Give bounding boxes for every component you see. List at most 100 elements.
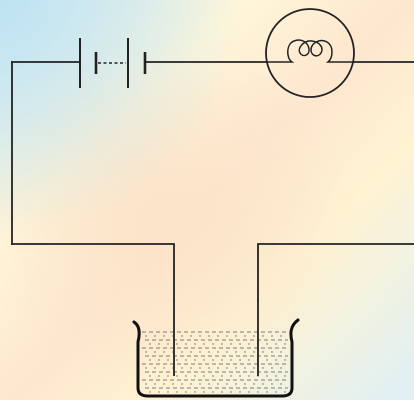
solution-dot [235,335,237,337]
solution-dot [176,343,178,345]
solution-dot [181,351,183,353]
solution-dot [163,383,165,385]
solution-dot [185,375,187,377]
solution-dot [217,367,219,369]
solution-dot [226,367,228,369]
solution-dot [167,359,169,361]
solution-dot [154,351,156,353]
solution-dot [239,359,241,361]
solution-dot [181,335,183,337]
solution-dot [217,335,219,337]
solution-dot [248,359,250,361]
solution-dot [208,367,210,369]
solution-dot [226,351,228,353]
solution-dot [194,343,196,345]
solution-dot [221,375,223,377]
circuit-wires [11,61,414,301]
solution-dot [208,351,210,353]
solution-dot [149,359,151,361]
solution-dot [230,375,232,377]
beaker-wall [132,318,300,398]
solution-dot [266,391,268,393]
solution-dot [194,391,196,393]
solution-dot [262,335,264,337]
solution-dot [271,367,273,369]
solution-dot [203,343,205,345]
battery-cells-icon [79,38,147,88]
solution-dot [253,335,255,337]
solution-dot [244,367,246,369]
solution-dot [208,383,210,385]
solution-dot [176,391,178,393]
solution-dot [275,391,277,393]
solution-dot [280,367,282,369]
solution-dot [167,375,169,377]
solution-dot [275,343,277,345]
solution-dot [221,359,223,361]
solution-dot [266,343,268,345]
solution-dot [271,383,273,385]
solution-dot [275,375,277,377]
solution-dot [212,343,214,345]
solution-dot [190,335,192,337]
solution-dot [181,383,183,385]
solution-dot [244,351,246,353]
solution-dot [235,367,237,369]
solution-dot [212,375,214,377]
solution-dot [203,375,205,377]
solution-dot [176,359,178,361]
solution-dot [199,335,201,337]
solution-dot [176,375,178,377]
solution-dot [271,351,273,353]
solution-dot [190,367,192,369]
solution-dot [163,335,165,337]
solution-dot [253,351,255,353]
solution-dot [185,343,187,345]
solution-dot [248,343,250,345]
solution-dot [199,351,201,353]
wire-bottom-right [257,243,414,301]
bulb-ring [265,8,355,98]
solution-dot [262,367,264,369]
solution-dot [167,343,169,345]
solution-dot [158,375,160,377]
solution-dot [149,375,151,377]
solution-dot [230,391,232,393]
solution-dot [190,383,192,385]
solution-dot [266,375,268,377]
solution-dot [280,351,282,353]
solution-dot [145,367,147,369]
solution-dot [181,367,183,369]
solution-dot [271,335,273,337]
wire-bottom-left [11,243,175,301]
solution-dot [190,351,192,353]
solution-dot [212,391,214,393]
solution-dot [257,391,259,393]
solution-dot [280,335,282,337]
solution-dot [185,391,187,393]
electrode-pair-icon [173,300,259,376]
solution-dot [149,343,151,345]
solution-dot [149,391,151,393]
solution-dot [199,367,201,369]
solution-dot [226,335,228,337]
solution-dot [194,359,196,361]
solution-dot [185,359,187,361]
solution-dot [208,335,210,337]
solution-dot [239,343,241,345]
solution-dot [266,359,268,361]
solution-dot [235,351,237,353]
solution-dot [145,383,147,385]
solution-dot [154,367,156,369]
solution-dot [163,351,165,353]
solution-dot [262,351,264,353]
solution-dot [203,359,205,361]
solution-dot [235,383,237,385]
solution-dot [203,391,205,393]
solution-dot [199,383,201,385]
solution-dot [221,391,223,393]
solution-dot [158,391,160,393]
solution-dot [275,359,277,361]
solution-dot [244,383,246,385]
